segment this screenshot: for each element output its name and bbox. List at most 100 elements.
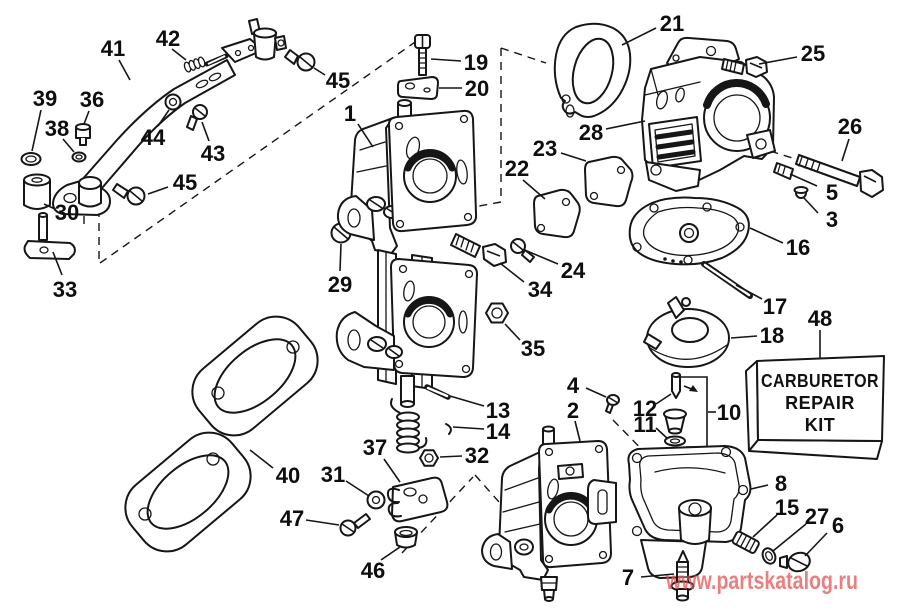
callouts: 1234567810111213141516171819202122232425… bbox=[31, 11, 862, 590]
bushing-30 bbox=[23, 173, 51, 210]
callout-leader-37 bbox=[383, 458, 401, 483]
callout-17: 17 bbox=[763, 294, 787, 319]
callout-leader-32 bbox=[439, 455, 463, 458]
callout-18: 18 bbox=[760, 323, 784, 348]
callout-leader-28 bbox=[605, 120, 646, 130]
callout-3: 3 bbox=[826, 207, 838, 232]
nut-35 bbox=[485, 302, 509, 324]
callout-leader-35 bbox=[504, 323, 521, 341]
callout-46: 46 bbox=[361, 558, 385, 583]
callout-38: 38 bbox=[45, 116, 69, 141]
needle-12 bbox=[671, 372, 698, 399]
callout-40: 40 bbox=[276, 463, 300, 488]
callout-leader-18 bbox=[730, 335, 758, 339]
callout-leader-27 bbox=[772, 523, 807, 552]
callout-leader-3 bbox=[803, 197, 819, 214]
callout-leader-43 bbox=[201, 121, 210, 142]
bolt-26 bbox=[795, 154, 884, 198]
carburetor-body-28 bbox=[641, 36, 776, 192]
callout-leader-40 bbox=[249, 449, 274, 469]
seat-11 bbox=[663, 408, 687, 447]
callout-leader-41 bbox=[118, 59, 131, 81]
callout-6: 6 bbox=[832, 513, 844, 538]
screw-47 bbox=[339, 513, 371, 537]
cover-plate-23 bbox=[584, 155, 634, 208]
pin-13 bbox=[424, 384, 451, 400]
callout-leader-2 bbox=[574, 420, 581, 442]
bolt-34 bbox=[450, 233, 507, 267]
throttle-lever-assembly bbox=[52, 59, 236, 216]
callout-leader-19 bbox=[430, 58, 462, 62]
callout-20: 20 bbox=[465, 76, 489, 101]
callout-leader-29 bbox=[339, 243, 342, 272]
callout-leader-17 bbox=[735, 284, 763, 300]
spring-screw-15 bbox=[731, 530, 760, 554]
callout-37: 37 bbox=[363, 435, 387, 460]
screw-19 bbox=[414, 34, 431, 76]
screw-43 bbox=[186, 104, 208, 131]
o-ring-27 bbox=[761, 547, 777, 565]
kit-box-line-3: KIT bbox=[805, 415, 836, 435]
fitting-5 bbox=[773, 162, 794, 180]
screw-45-left bbox=[112, 183, 146, 206]
callout-48: 48 bbox=[808, 306, 832, 331]
callout-21: 21 bbox=[660, 11, 684, 36]
callout-4: 4 bbox=[567, 373, 580, 398]
watermark: www.partskatalog.ru bbox=[665, 567, 858, 595]
callout-leader-47 bbox=[305, 519, 340, 526]
callout-leader-26 bbox=[841, 138, 850, 162]
callout-leader-21 bbox=[621, 27, 657, 46]
callout-leader-33 bbox=[52, 251, 63, 276]
callout-leader-42 bbox=[171, 48, 187, 61]
callout-32: 32 bbox=[465, 443, 489, 468]
kit-box-line-1: CARBURETOR bbox=[761, 371, 879, 391]
screw-45-top bbox=[284, 49, 316, 72]
callout-26: 26 bbox=[838, 114, 862, 139]
bowl-gasket-16 bbox=[628, 196, 750, 266]
link-spring bbox=[183, 56, 206, 73]
callout-35: 35 bbox=[521, 336, 545, 361]
screw-24 bbox=[510, 238, 535, 263]
callout-leader-24 bbox=[526, 250, 559, 265]
nut-32 bbox=[419, 449, 439, 467]
callout-10: 10 bbox=[717, 400, 741, 425]
callout-12: 12 bbox=[633, 396, 657, 421]
callout-42: 42 bbox=[156, 26, 180, 51]
callout-leader-46 bbox=[380, 546, 401, 561]
callout-leader-4 bbox=[585, 387, 607, 398]
callout-leader-11 bbox=[655, 427, 669, 440]
cam-follower-37 bbox=[386, 476, 449, 523]
callout-leader-7 bbox=[640, 573, 675, 578]
cup-46 bbox=[394, 526, 418, 549]
callout-39: 39 bbox=[33, 86, 57, 111]
callout-2: 2 bbox=[567, 398, 579, 423]
bolt-25 bbox=[721, 56, 768, 78]
callout-45: 45 bbox=[326, 68, 350, 93]
callout-leader-39 bbox=[31, 109, 42, 152]
carburetor-body-2 bbox=[481, 425, 612, 602]
callout-leader-34 bbox=[499, 262, 525, 283]
lever-bracket-33 bbox=[23, 212, 76, 260]
washer-44 bbox=[164, 93, 182, 111]
return-spring-14 bbox=[390, 398, 452, 454]
callout-leader-45 bbox=[313, 67, 326, 76]
callout-25: 25 bbox=[801, 41, 825, 66]
callout-31: 31 bbox=[321, 462, 345, 487]
callout-30: 30 bbox=[55, 200, 79, 225]
callout-24: 24 bbox=[561, 258, 586, 283]
callout-leader-45 bbox=[147, 186, 169, 195]
callout-1: 1 bbox=[344, 101, 356, 126]
callout-leader-15 bbox=[752, 514, 778, 538]
callout-leader-31 bbox=[345, 480, 370, 497]
gasket-21 bbox=[553, 22, 632, 118]
callout-leader-30 bbox=[43, 203, 56, 210]
callout-33: 33 bbox=[53, 277, 77, 302]
callout-leader-12 bbox=[655, 393, 672, 405]
callout-14: 14 bbox=[486, 419, 511, 444]
callout-11: 11 bbox=[633, 412, 656, 437]
callout-leader-44 bbox=[157, 109, 170, 127]
callout-leader-25 bbox=[758, 56, 798, 65]
nut-3 bbox=[793, 186, 809, 199]
manifold-gasket-40 bbox=[124, 315, 319, 553]
